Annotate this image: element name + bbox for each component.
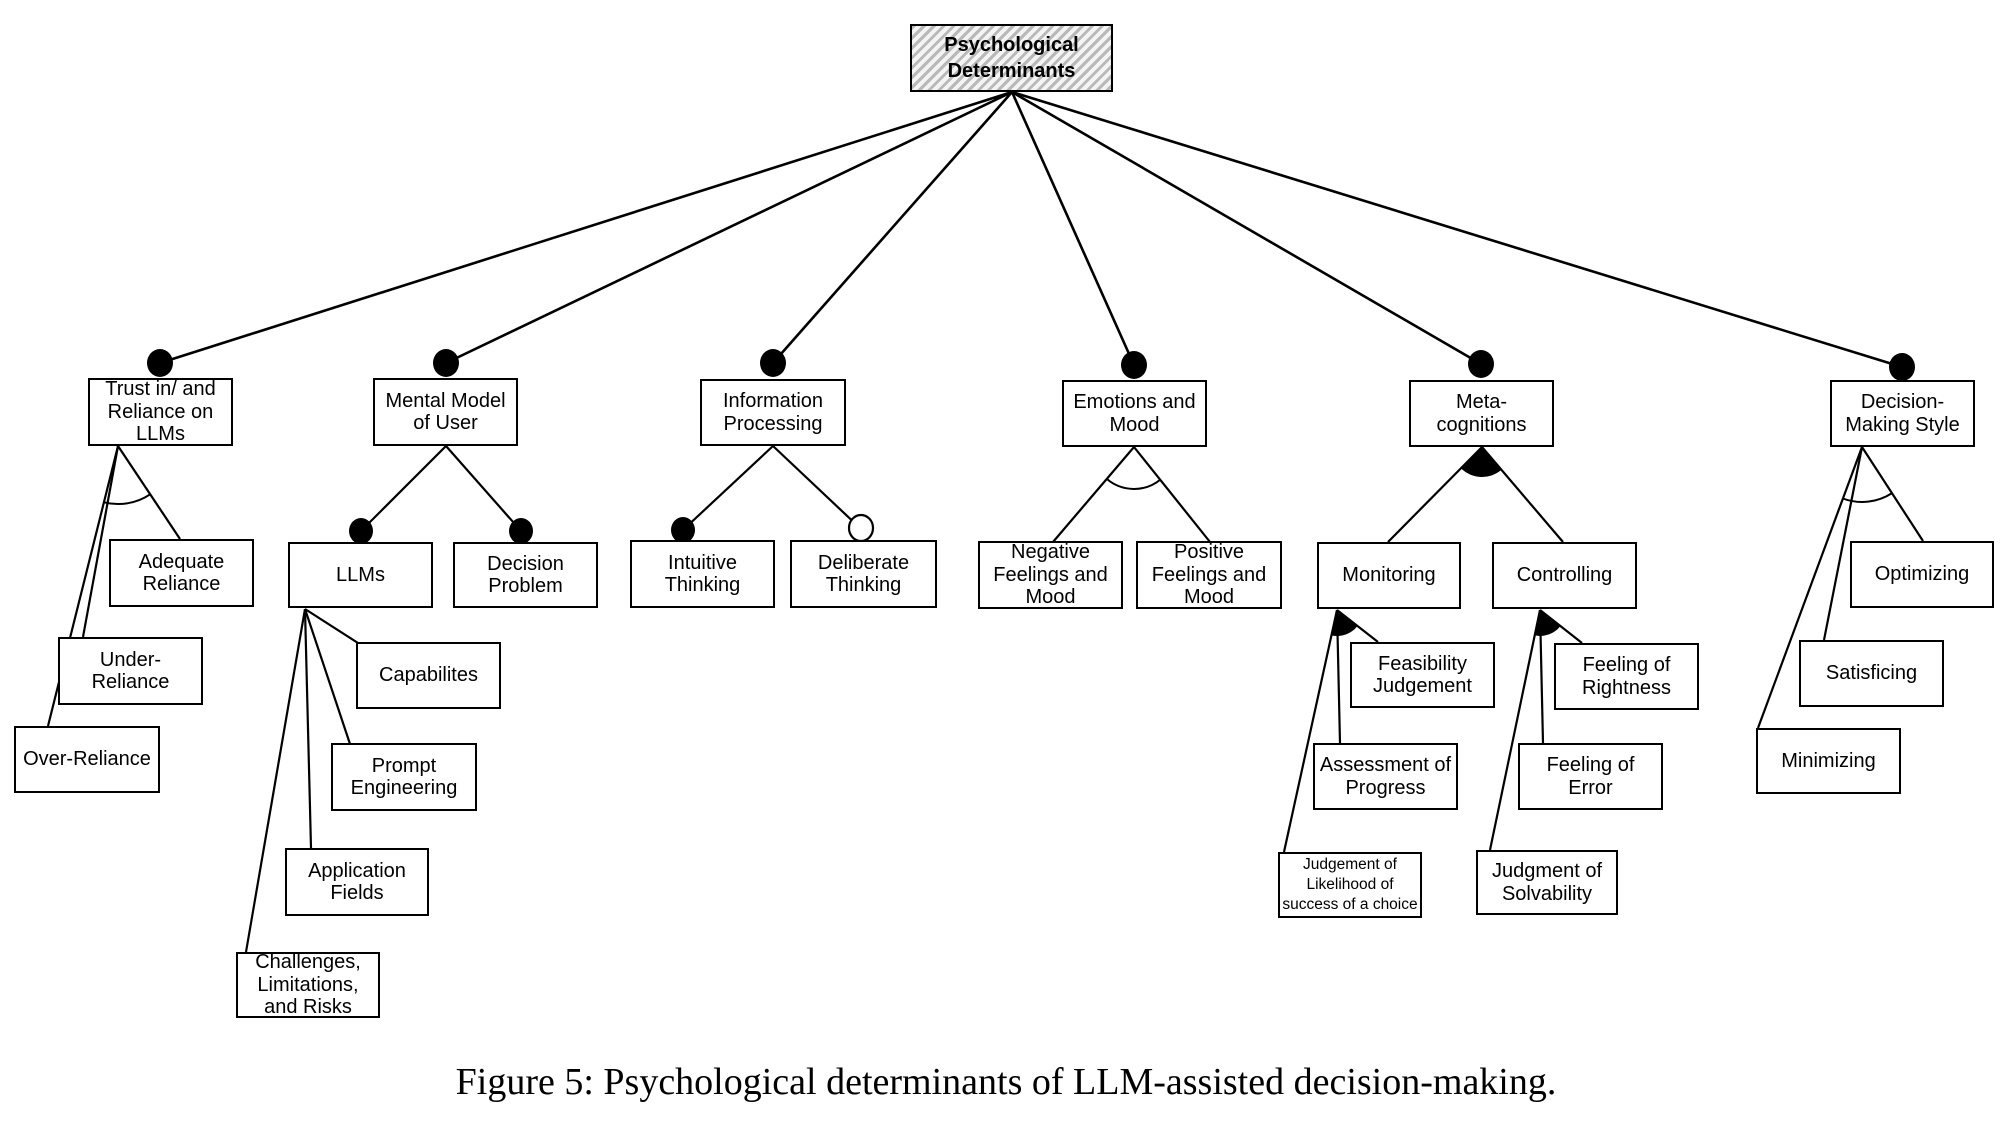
edge-mental-llms xyxy=(360,445,447,532)
root-edges xyxy=(159,90,1903,369)
node-feeling-of-rightness: Feeling of Rightness xyxy=(1554,643,1699,710)
dot-emotions xyxy=(1121,351,1147,379)
fan-arcs xyxy=(103,478,1893,506)
connection-dots xyxy=(147,349,1915,544)
edge-root-info xyxy=(772,91,1013,364)
node-information-processing: Information Processing xyxy=(700,379,846,446)
and-wedge-meta xyxy=(1460,447,1502,477)
edge-llms-application xyxy=(303,608,313,849)
node-prompt-engineering: Prompt Engineering xyxy=(331,743,477,811)
edge-trust-under xyxy=(81,445,120,638)
and-wedge-controlling xyxy=(1534,610,1561,636)
edge-root-trust xyxy=(159,90,1013,365)
dot-dms xyxy=(1889,353,1915,381)
edge-info-deliberate xyxy=(772,445,862,530)
dot-mental xyxy=(433,349,459,377)
dot-intuitive xyxy=(671,517,695,543)
node-over-reliance: Over-Reliance xyxy=(14,726,160,793)
figure-caption: Figure 5: Psychological determinants of … xyxy=(455,1061,1557,1103)
node-controlling: Controlling xyxy=(1492,542,1637,609)
node-mental-model-of-user: Mental Model of User xyxy=(373,378,518,446)
node-under-reliance: Under- Reliance xyxy=(58,637,203,705)
node-judgment-of-solvability: Judgment of Solvability xyxy=(1476,850,1618,915)
node-satisficing: Satisficing xyxy=(1799,640,1944,707)
node-feeling-of-error: Feeling of Error xyxy=(1518,743,1663,810)
edge-dms-minimizing xyxy=(1756,446,1864,729)
edge-info-intuitive xyxy=(682,445,774,531)
node-monitoring: Monitoring xyxy=(1317,542,1461,609)
node-adequate-reliance: Adequate Reliance xyxy=(109,539,254,607)
dot-llms xyxy=(349,518,373,544)
node-minimizing: Minimizing xyxy=(1756,728,1901,794)
edge-root-meta xyxy=(1011,90,1482,366)
and-wedge-monitoring xyxy=(1331,610,1358,637)
edge-emotions-negative xyxy=(1052,446,1135,543)
node-trust-reliance-llms: Trust in/ and Reliance on LLMs xyxy=(88,378,233,446)
node-negative-feelings-mood: Negative Feelings and Mood xyxy=(978,541,1123,609)
dot-decision-problem xyxy=(509,518,533,544)
or-arc-dms xyxy=(1842,492,1893,503)
edge-llms-capabilites xyxy=(304,608,359,644)
edge-root-emotions xyxy=(1010,91,1136,366)
node-judgement-likelihood-success: Judgement of Likelihood of success of a … xyxy=(1278,852,1422,918)
node-emotions-and-mood: Emotions and Mood xyxy=(1062,380,1207,447)
branch-edges xyxy=(46,445,1924,953)
node-llms: LLMs xyxy=(288,542,433,608)
node-positive-feelings-mood: Positive Feelings and Mood xyxy=(1136,541,1282,609)
node-deliberate-thinking: Deliberate Thinking xyxy=(790,540,937,608)
edge-trust-adequate xyxy=(117,445,181,540)
node-application-fields: Application Fields xyxy=(285,848,429,916)
edge-controlling-rightness xyxy=(1539,609,1583,644)
or-arc-emotions xyxy=(1105,478,1162,490)
node-meta-cognitions: Meta- cognitions xyxy=(1409,380,1554,447)
edge-monitoring-likelihood xyxy=(1282,609,1339,853)
node-capabilites: Capabilites xyxy=(356,642,501,709)
dot-meta xyxy=(1468,350,1494,378)
node-decision-making-style: Decision- Making Style xyxy=(1830,380,1975,447)
node-decision-problem: Decision Problem xyxy=(453,542,598,608)
edge-emotions-positive xyxy=(1133,446,1211,543)
edge-mental-decision-problem xyxy=(445,445,522,532)
node-challenges-limitations-risks: Challenges, Limitations, and Risks xyxy=(236,951,380,1018)
node-optimizing: Optimizing xyxy=(1850,541,1994,608)
edge-controlling-solvability xyxy=(1488,609,1542,851)
node-psychological-determinants: Psychological Determinants xyxy=(910,24,1113,92)
dot-trust xyxy=(147,349,173,377)
or-arc-trust xyxy=(103,493,151,506)
edge-llms-prompt xyxy=(303,608,352,745)
edge-root-dms xyxy=(1011,90,1903,369)
node-intuitive-thinking: Intuitive Thinking xyxy=(630,540,775,608)
dot-info xyxy=(760,349,786,377)
node-assessment-of-progress: Assessment of Progress xyxy=(1313,743,1458,810)
edge-dms-optimizing xyxy=(1861,446,1924,542)
node-feasibility-judgement: Feasibility Judgement xyxy=(1350,642,1495,708)
edge-llms-challenges xyxy=(244,608,307,953)
edge-dms-satisficing xyxy=(1822,446,1864,641)
edge-root-mental xyxy=(445,90,1013,365)
open-dot-deliberate xyxy=(847,513,875,543)
fan-wedges xyxy=(1331,447,1561,637)
